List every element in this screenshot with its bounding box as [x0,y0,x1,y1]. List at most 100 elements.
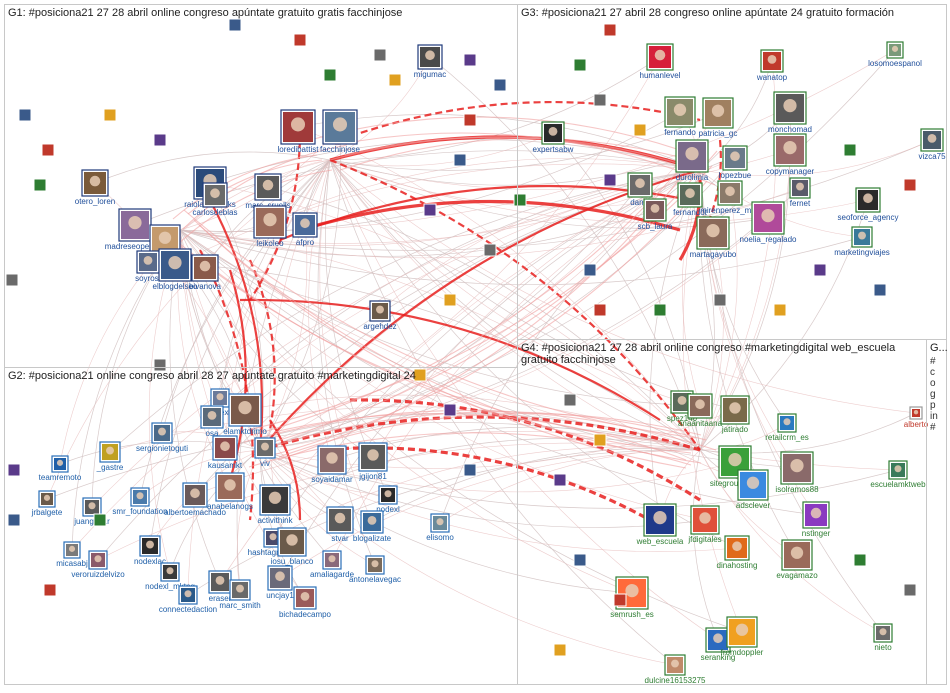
graph-node[interactable]: danie [627,172,653,207]
minor-node[interactable] [5,273,19,287]
graph-node[interactable]: bichadecampo [279,586,332,619]
minor-node[interactable] [553,643,567,657]
graph-node[interactable]: fernet [789,177,811,208]
graph-node[interactable]: copymanager [766,133,815,176]
graph-node[interactable]: veroruizdelvizo [71,550,125,579]
graph-node[interactable]: semrush_es [610,576,654,619]
graph-node[interactable]: fernando [664,96,696,137]
graph-node[interactable]: patricia_gc [699,97,738,138]
minor-node[interactable] [653,303,667,317]
minor-node[interactable] [633,123,647,137]
graph-node[interactable]: carlosdeblas [193,182,238,217]
graph-node[interactable]: stvar [326,506,354,543]
graph-node[interactable]: nodexl [376,485,400,514]
graph-node[interactable]: migumac [414,44,446,79]
minor-node[interactable] [423,203,437,217]
graph-node[interactable]: humanlevel [640,43,681,80]
graph-node[interactable]: nieto [873,623,893,652]
graph-node[interactable]: soyrost [135,250,162,283]
graph-node[interactable]: antonelavegac [349,555,401,584]
graph-node[interactable]: _gastre [96,441,124,472]
minor-node[interactable] [443,293,457,307]
minor-node[interactable] [7,513,21,527]
graph-node[interactable]: loredibattist [278,109,320,154]
minor-node[interactable] [153,358,167,372]
graph-node[interactable]: monchomad [768,91,812,134]
graph-node[interactable]: escuelamktweb [870,460,926,489]
minor-node[interactable] [153,133,167,147]
graph-node[interactable]: marc_smith [219,579,261,610]
graph-node[interactable]: anaanitaana [678,393,723,428]
graph-node[interactable]: seranking [701,627,736,662]
graph-node[interactable]: anabelanogs [207,472,253,511]
minor-node[interactable] [443,403,457,417]
graph-node[interactable]: sergionietoguti [136,422,188,453]
graph-node[interactable]: martagayubo [690,216,737,259]
graph-node[interactable]: juanguirar [73,497,110,526]
graph-node[interactable]: expertsabw [533,121,574,154]
graph-node[interactable]: amaliagarde [310,550,355,579]
minor-node[interactable] [593,433,607,447]
minor-node[interactable] [7,463,21,477]
minor-node[interactable] [603,173,617,187]
graph-node[interactable]: facchinjose [320,109,361,154]
graph-node[interactable]: wanatop [756,49,788,82]
graph-node[interactable]: connectedaction [159,585,217,614]
graph-node[interactable]: alberto [904,406,929,429]
graph-node[interactable]: nodexlac [134,535,166,566]
minor-node[interactable] [453,153,467,167]
graph-node[interactable]: lopezbue [719,145,752,180]
graph-node[interactable]: elblogdelseo [153,248,198,291]
minor-node[interactable] [413,368,427,382]
graph-node[interactable]: viv [254,437,276,468]
graph-node[interactable]: eraser [208,570,232,603]
graph-node[interactable]: teamremoto [39,455,82,482]
minor-node[interactable] [713,293,727,307]
minor-node[interactable] [463,53,477,67]
graph-node[interactable]: soyaidamar [311,445,353,484]
graph-node[interactable]: isolramos88 [775,451,819,494]
minor-node[interactable] [573,58,587,72]
graph-node[interactable]: smr_foundation [112,487,168,516]
graph-node[interactable]: madreseoperiora [105,208,166,251]
minor-node[interactable] [843,143,857,157]
graph-node[interactable]: fernandot [673,182,708,217]
graph-node[interactable]: scb_laura [638,198,673,231]
minor-node[interactable] [43,583,57,597]
minor-node[interactable] [573,553,587,567]
graph-node[interactable]: seoforce_agency [838,187,899,222]
graph-node[interactable]: adsclever [736,469,771,510]
graph-node[interactable]: vizca75 [918,128,946,161]
graph-node[interactable]: dulcine16153275 [645,654,706,685]
graph-node[interactable]: nstinger [802,501,831,538]
graph-node[interactable]: evagamazo [776,539,818,580]
graph-node[interactable]: otero_loren [75,169,115,206]
graph-node[interactable]: bivanova [189,254,222,291]
minor-node[interactable] [853,553,867,567]
graph-node[interactable]: iosu_blanco [271,527,314,566]
minor-node[interactable] [603,23,617,37]
graph-node[interactable]: retailcrm_es [765,413,809,442]
graph-node[interactable]: jatirado [720,395,750,434]
minor-node[interactable] [93,513,107,527]
minor-node[interactable] [553,473,567,487]
graph-node[interactable]: leikoleo [253,205,287,248]
minor-node[interactable] [103,108,117,122]
graph-node[interactable]: losomoespanol [868,41,922,68]
graph-node[interactable]: siteground_es [710,445,760,488]
graph-node[interactable]: albertoemachado [164,482,226,517]
graph-node[interactable]: noelia_regalado [740,201,797,244]
minor-node[interactable] [903,178,917,192]
minor-node[interactable] [463,113,477,127]
graph-node[interactable]: durolimia [675,139,709,182]
minor-node[interactable] [483,243,497,257]
graph-node[interactable]: dinahosting [717,535,758,570]
graph-node[interactable]: uncjay1 [266,565,294,600]
graph-node[interactable]: jrbalgete [31,490,63,517]
minor-node[interactable] [41,143,55,157]
graph-node[interactable]: jgijon81 [358,442,388,481]
minor-node[interactable] [873,283,887,297]
graph-node[interactable]: activithink [257,484,294,525]
graph-node[interactable]: kausamkt [208,435,243,470]
minor-node[interactable] [563,393,577,407]
